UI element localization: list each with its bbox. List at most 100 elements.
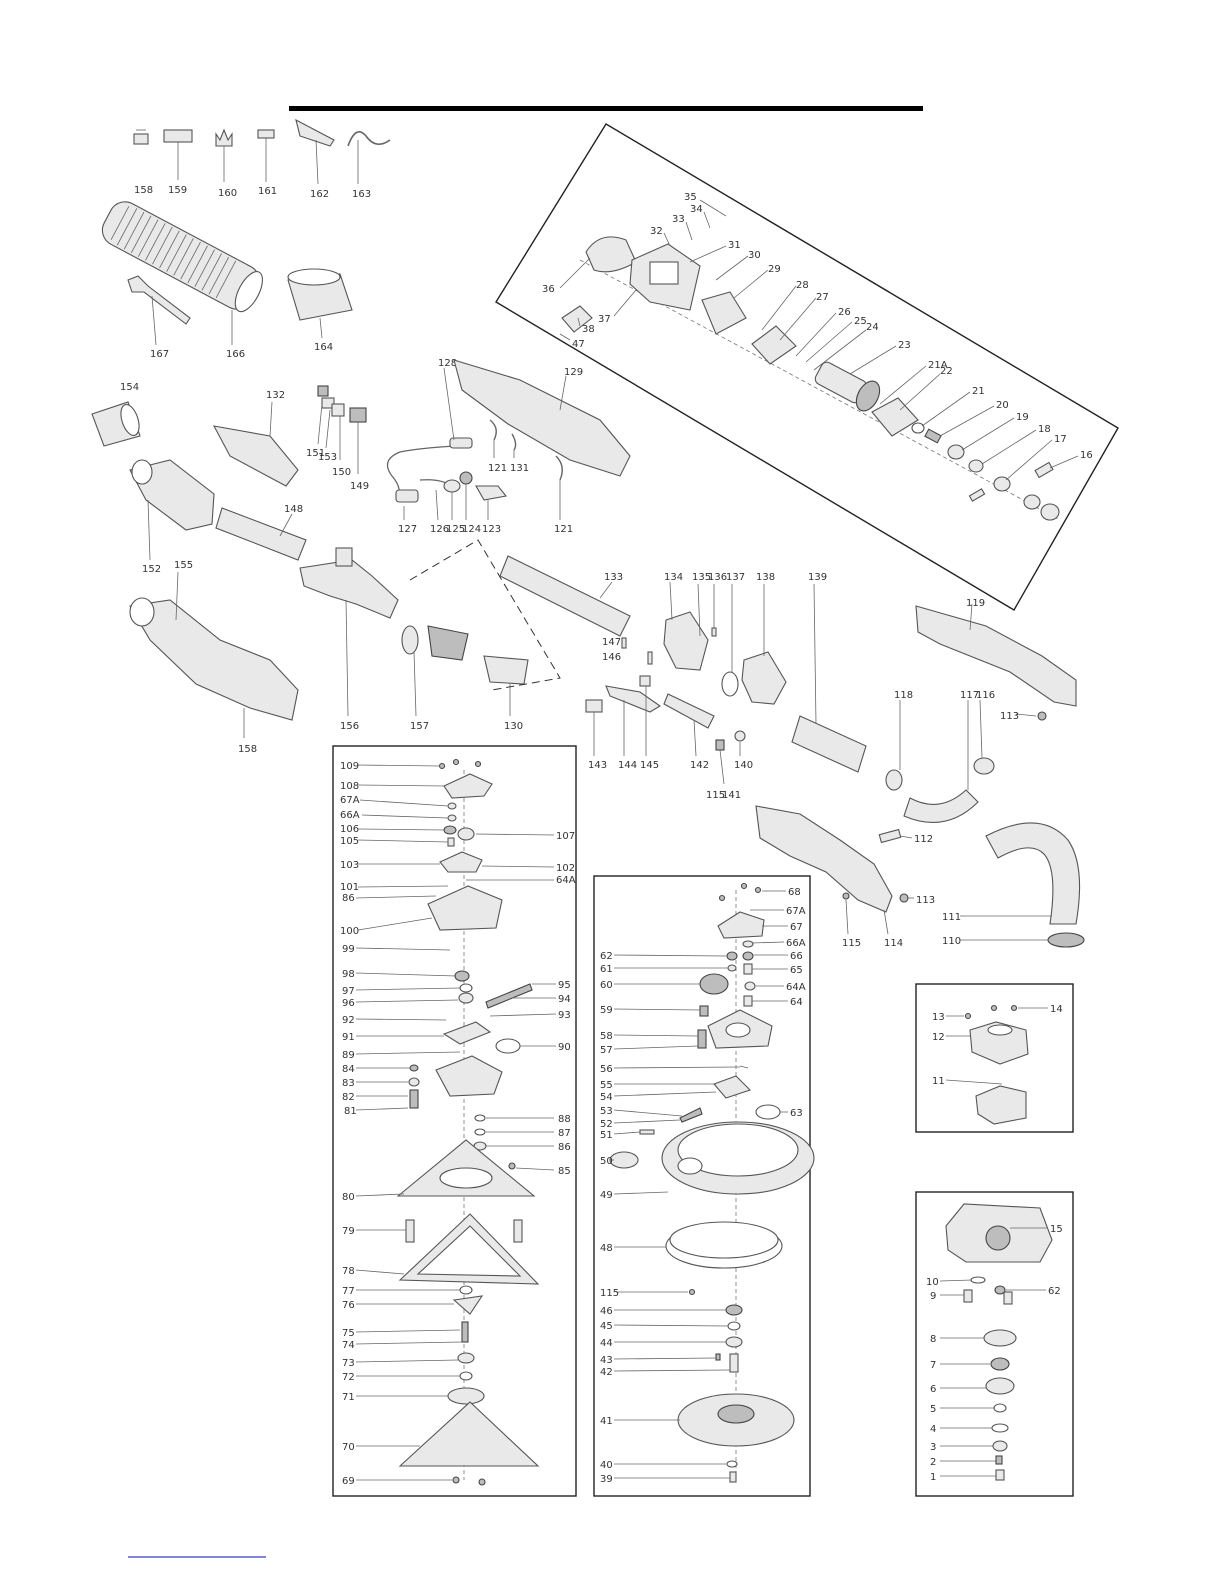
part-135-pin: 135	[692, 572, 711, 637]
part-116-ring: 116	[973, 690, 995, 775]
label-64Ab: 64A	[786, 982, 806, 993]
label-147: 147	[602, 637, 621, 648]
part-152-handle: 152	[129, 459, 215, 575]
label-107: 107	[556, 831, 575, 842]
label-5: 5	[930, 1404, 936, 1415]
label-8: 8	[930, 1334, 936, 1345]
label-74: 74	[342, 1340, 355, 1351]
label-2: 2	[930, 1457, 936, 1468]
label-85: 85	[558, 1166, 571, 1177]
switch-group: 151 153 150 149	[306, 385, 369, 492]
part-134-gear-case: 134	[663, 572, 709, 671]
label-64Aa: 64A	[556, 875, 576, 886]
label-54: 54	[600, 1092, 613, 1103]
label-112: 112	[914, 834, 933, 845]
spindle-assembly: 15 10 62 9 8 7 6 5 4 3 2 1	[915, 1191, 1074, 1497]
part-36-housing-cap	[585, 236, 637, 273]
label-93: 93	[558, 1010, 571, 1021]
part-143-clip: 143	[585, 699, 607, 771]
round-pad-assembly: 68 67A 67 66A 62 66 61 65 60 64A 64 59 5…	[593, 875, 815, 1497]
label-111: 111	[942, 912, 961, 923]
part-139-tube: 139	[791, 572, 867, 773]
label-105: 105	[340, 836, 359, 847]
label-148: 148	[284, 504, 303, 515]
label-34: 34	[690, 204, 703, 215]
part-114-handle: 114 115	[755, 805, 903, 949]
label-61: 61	[600, 964, 613, 975]
label-155: 155	[174, 560, 193, 571]
part-60-gear	[699, 973, 729, 995]
label-17: 17	[1054, 434, 1067, 445]
part-164-sleeve: 164	[287, 268, 353, 353]
label-87: 87	[558, 1128, 571, 1139]
label-142: 142	[690, 760, 709, 771]
part-136-screw: 136	[708, 572, 727, 637]
label-46: 46	[600, 1306, 613, 1317]
label-132: 132	[266, 390, 285, 401]
label-134: 134	[664, 572, 683, 583]
label-115c: 115	[600, 1288, 619, 1299]
label-136: 136	[708, 572, 727, 583]
label-160: 160	[218, 188, 237, 199]
label-21: 21	[972, 386, 985, 397]
label-99: 99	[342, 944, 355, 955]
label-77: 77	[342, 1286, 355, 1297]
part-166-hose	[101, 201, 264, 313]
part-133-tube: 133	[499, 555, 631, 637]
part-145-spacer: 145	[639, 675, 659, 771]
label-146: 146	[602, 652, 621, 663]
part-146-pin: 146	[602, 651, 653, 665]
part-131-clip: 131	[510, 433, 529, 474]
label-72: 72	[342, 1372, 355, 1383]
label-23: 23	[898, 340, 911, 351]
label-156: 156	[340, 721, 359, 732]
part-121-clip-b: 121	[554, 455, 573, 535]
label-106: 106	[340, 824, 359, 835]
label-126: 126	[430, 524, 449, 535]
part-159-bar: 159	[163, 129, 193, 196]
label-117: 117	[960, 690, 979, 701]
part-121-clip-a: 121	[488, 419, 507, 474]
label-97: 97	[342, 986, 355, 997]
label-130: 130	[504, 721, 523, 732]
part-128-cable: 128 127 126 125 124 123	[386, 358, 508, 535]
label-125: 125	[446, 524, 465, 535]
label-158: 158	[134, 185, 153, 196]
label-164: 164	[314, 342, 333, 353]
label-163: 163	[352, 189, 371, 200]
label-70: 70	[342, 1442, 355, 1453]
part-144-lever: 144	[605, 685, 662, 771]
part-111-hose: 111	[942, 822, 1081, 925]
label-95: 95	[558, 980, 571, 991]
label-96: 96	[342, 998, 355, 1009]
part-21A-bearing-plate	[871, 397, 919, 437]
label-149: 149	[350, 481, 369, 492]
label-53: 53	[600, 1106, 613, 1117]
part-110-hose-clamp: 110	[942, 932, 1085, 948]
label-33: 33	[672, 214, 685, 225]
label-41: 41	[600, 1416, 613, 1427]
label-20: 20	[996, 400, 1009, 411]
triangle-pad-assembly: 109 108 67A 66A 106 105 107 103 102 101 …	[332, 745, 577, 1497]
label-94: 94	[558, 994, 571, 1005]
label-127: 127	[398, 524, 417, 535]
label-60: 60	[600, 980, 613, 991]
part-38-plate	[561, 305, 593, 333]
label-7: 7	[930, 1360, 936, 1371]
label-103: 103	[340, 860, 359, 871]
label-98: 98	[342, 969, 355, 980]
hose-group: 166 167 164	[101, 201, 353, 360]
part-29-brush-holder	[701, 291, 747, 335]
label-121b: 121	[554, 524, 573, 535]
part-117-elbow: 117	[903, 690, 979, 823]
part-18-nut	[968, 459, 984, 473]
accessory-group: 158 159 160 161 162 163	[133, 118, 391, 200]
label-110: 110	[942, 936, 961, 947]
label-80: 80	[342, 1192, 355, 1203]
label-153: 153	[318, 452, 337, 463]
label-66Ab: 66A	[786, 938, 806, 949]
label-75: 75	[342, 1328, 355, 1339]
right-side-group: 119 113 118 117 116 114 115	[755, 598, 1085, 949]
part-rings-tail	[968, 488, 1060, 521]
label-167: 167	[150, 349, 169, 360]
